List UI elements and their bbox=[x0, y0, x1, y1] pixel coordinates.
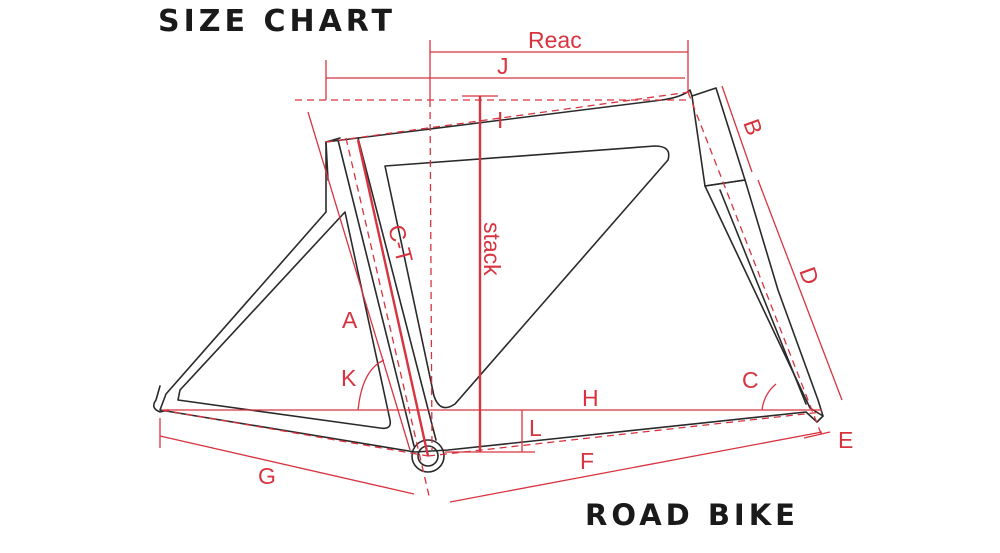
label-j: J bbox=[497, 53, 509, 79]
label-ct: C-T bbox=[383, 222, 418, 266]
dimension-labels: Reac J I B C-T stack D A K C H L E G F bbox=[258, 27, 853, 489]
label-e: E bbox=[838, 427, 853, 453]
d-dimension bbox=[757, 179, 843, 401]
seat-tube-left bbox=[337, 139, 415, 447]
a-dimension bbox=[307, 111, 411, 451]
k-angle-arc bbox=[357, 359, 385, 411]
b-dimension bbox=[721, 85, 753, 173]
chart-title: SIZE CHART bbox=[158, 4, 397, 39]
frame-outline bbox=[152, 87, 824, 473]
dimension-lines bbox=[159, 40, 843, 503]
e-dimension bbox=[803, 431, 831, 439]
bb-vertical bbox=[429, 99, 433, 451]
label-h: H bbox=[582, 385, 599, 411]
label-f: F bbox=[580, 448, 594, 474]
label-c: C bbox=[742, 367, 759, 393]
chart-subtitle: ROAD BIKE bbox=[585, 498, 799, 532]
frame-outer-contour bbox=[159, 89, 824, 453]
label-b: B bbox=[738, 115, 768, 138]
label-d: D bbox=[794, 263, 824, 288]
bottom-bracket-inner bbox=[417, 445, 439, 467]
label-k: K bbox=[341, 365, 357, 391]
f-dimension bbox=[449, 431, 823, 503]
ct-dimension bbox=[356, 139, 430, 457]
dropout-rear bbox=[152, 385, 169, 413]
front-center-line bbox=[427, 411, 823, 457]
label-l: L bbox=[529, 415, 542, 441]
top-tube-line bbox=[325, 91, 691, 143]
label-i: I bbox=[497, 107, 503, 133]
main-triangle-inner bbox=[384, 145, 670, 409]
chainstay-line bbox=[161, 409, 429, 457]
g-dimension bbox=[159, 435, 415, 495]
bottom-bracket bbox=[411, 439, 445, 473]
c-angle-arc bbox=[761, 383, 777, 411]
label-g: G bbox=[258, 463, 276, 489]
seat-clamp bbox=[325, 137, 341, 181]
fork bbox=[704, 179, 824, 417]
seat-tube-right bbox=[357, 137, 437, 441]
label-stack: stack bbox=[479, 222, 505, 276]
rear-triangle-inner bbox=[177, 211, 392, 430]
steering-axis bbox=[687, 91, 823, 437]
label-a: A bbox=[342, 307, 358, 333]
fork-inner bbox=[719, 189, 807, 405]
label-reach: Reac bbox=[528, 27, 582, 53]
seat-tube-center bbox=[345, 137, 431, 501]
